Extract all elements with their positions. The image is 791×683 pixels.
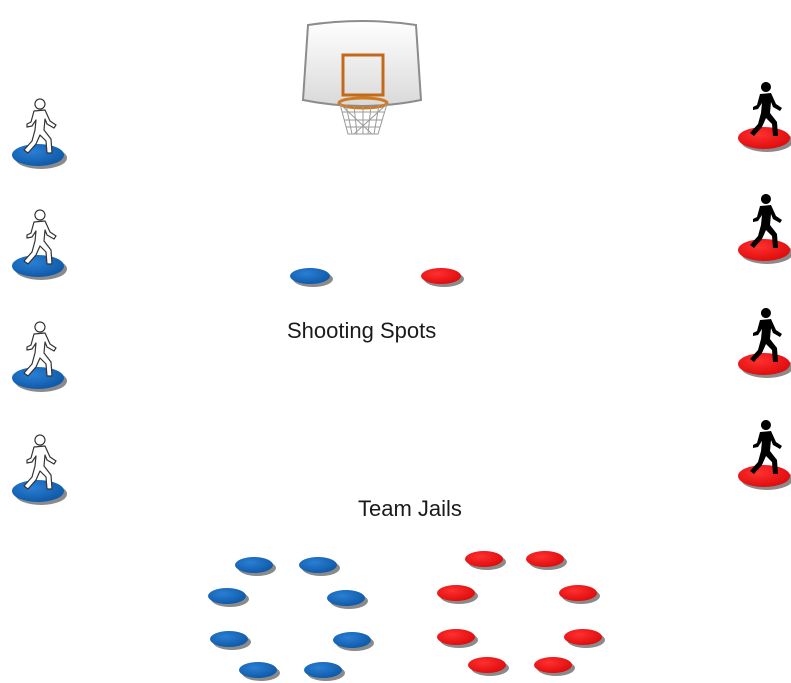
- blue-team-jail: [208, 557, 374, 681]
- floor-spot-icon: [738, 353, 791, 378]
- floor-spot-icon: [738, 127, 791, 152]
- floor-spot-icon: [738, 239, 791, 264]
- jail-spot-blue-6: [333, 632, 374, 651]
- floor-spot-icon: [12, 367, 67, 392]
- jail-spot-red-4: [559, 585, 600, 604]
- red-player-4: [738, 420, 791, 490]
- red-team-jail: [437, 551, 605, 676]
- floor-spot-icon: [12, 255, 67, 280]
- blue-player-2: [12, 210, 67, 280]
- jail-spot-red-6: [564, 629, 605, 648]
- jail-spot-blue-7: [239, 662, 280, 681]
- team-jails-label: Team Jails: [358, 496, 462, 522]
- floor-spot-icon: [12, 144, 67, 169]
- blue-player-3: [12, 322, 67, 392]
- floor-spot-icon: [738, 465, 791, 490]
- jail-spot-red-1: [465, 551, 506, 570]
- jail-spot-red-3: [437, 585, 478, 604]
- red-player-3: [738, 308, 791, 378]
- red-player-1: [738, 82, 791, 152]
- blue-player-1: [12, 99, 67, 169]
- jail-spot-blue-4: [327, 590, 368, 609]
- jail-spot-blue-5: [210, 631, 251, 650]
- shooting-spot-blue: [290, 268, 333, 287]
- floor-spot-icon: [12, 480, 67, 505]
- basketball-hoop-icon: [303, 21, 421, 134]
- jail-spot-red-7: [468, 657, 509, 676]
- shooting-spots-label: Shooting Spots: [287, 318, 436, 344]
- jail-spot-blue-3: [208, 588, 249, 607]
- red-player-2: [738, 194, 791, 264]
- jail-spot-red-5: [437, 629, 478, 648]
- jail-spot-red-2: [526, 551, 567, 570]
- blue-player-4: [12, 435, 67, 505]
- jail-spot-red-8: [534, 657, 575, 676]
- shooting-spot-red: [421, 268, 464, 287]
- jail-spot-blue-1: [235, 557, 276, 576]
- jail-spot-blue-8: [304, 662, 345, 681]
- jail-spot-blue-2: [299, 557, 340, 576]
